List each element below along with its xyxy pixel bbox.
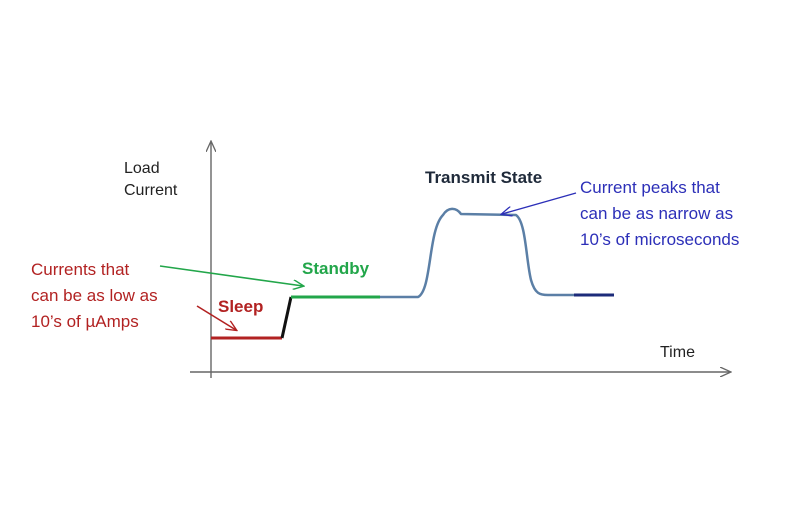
x-axis-label: Time — [660, 344, 695, 361]
peaks-note-line1: Current peaks that — [580, 178, 720, 197]
transmit-state-label: Transmit State — [425, 168, 542, 187]
wake-step-segment — [280, 296, 293, 339]
standby-callout-arrow — [159, 265, 303, 286]
y-axis-label-line2: Current — [124, 182, 178, 199]
peaks-note-line3: 10’s of microseconds — [580, 230, 739, 249]
low-current-note-line1: Currents that — [31, 260, 130, 279]
peak-callout-arrow — [502, 192, 577, 214]
standby-label: Standby — [302, 259, 370, 278]
low-current-note-line2: can be as low as — [31, 286, 158, 305]
low-current-note-line3: 10’s of µAmps — [31, 312, 139, 331]
y-axis-label-line1: Load — [124, 160, 160, 177]
sleep-label: Sleep — [218, 297, 263, 316]
sleep-callout-arrow — [196, 305, 236, 330]
transmit-pulse — [380, 207, 574, 299]
peaks-note-line2: can be as narrow as — [580, 204, 733, 223]
